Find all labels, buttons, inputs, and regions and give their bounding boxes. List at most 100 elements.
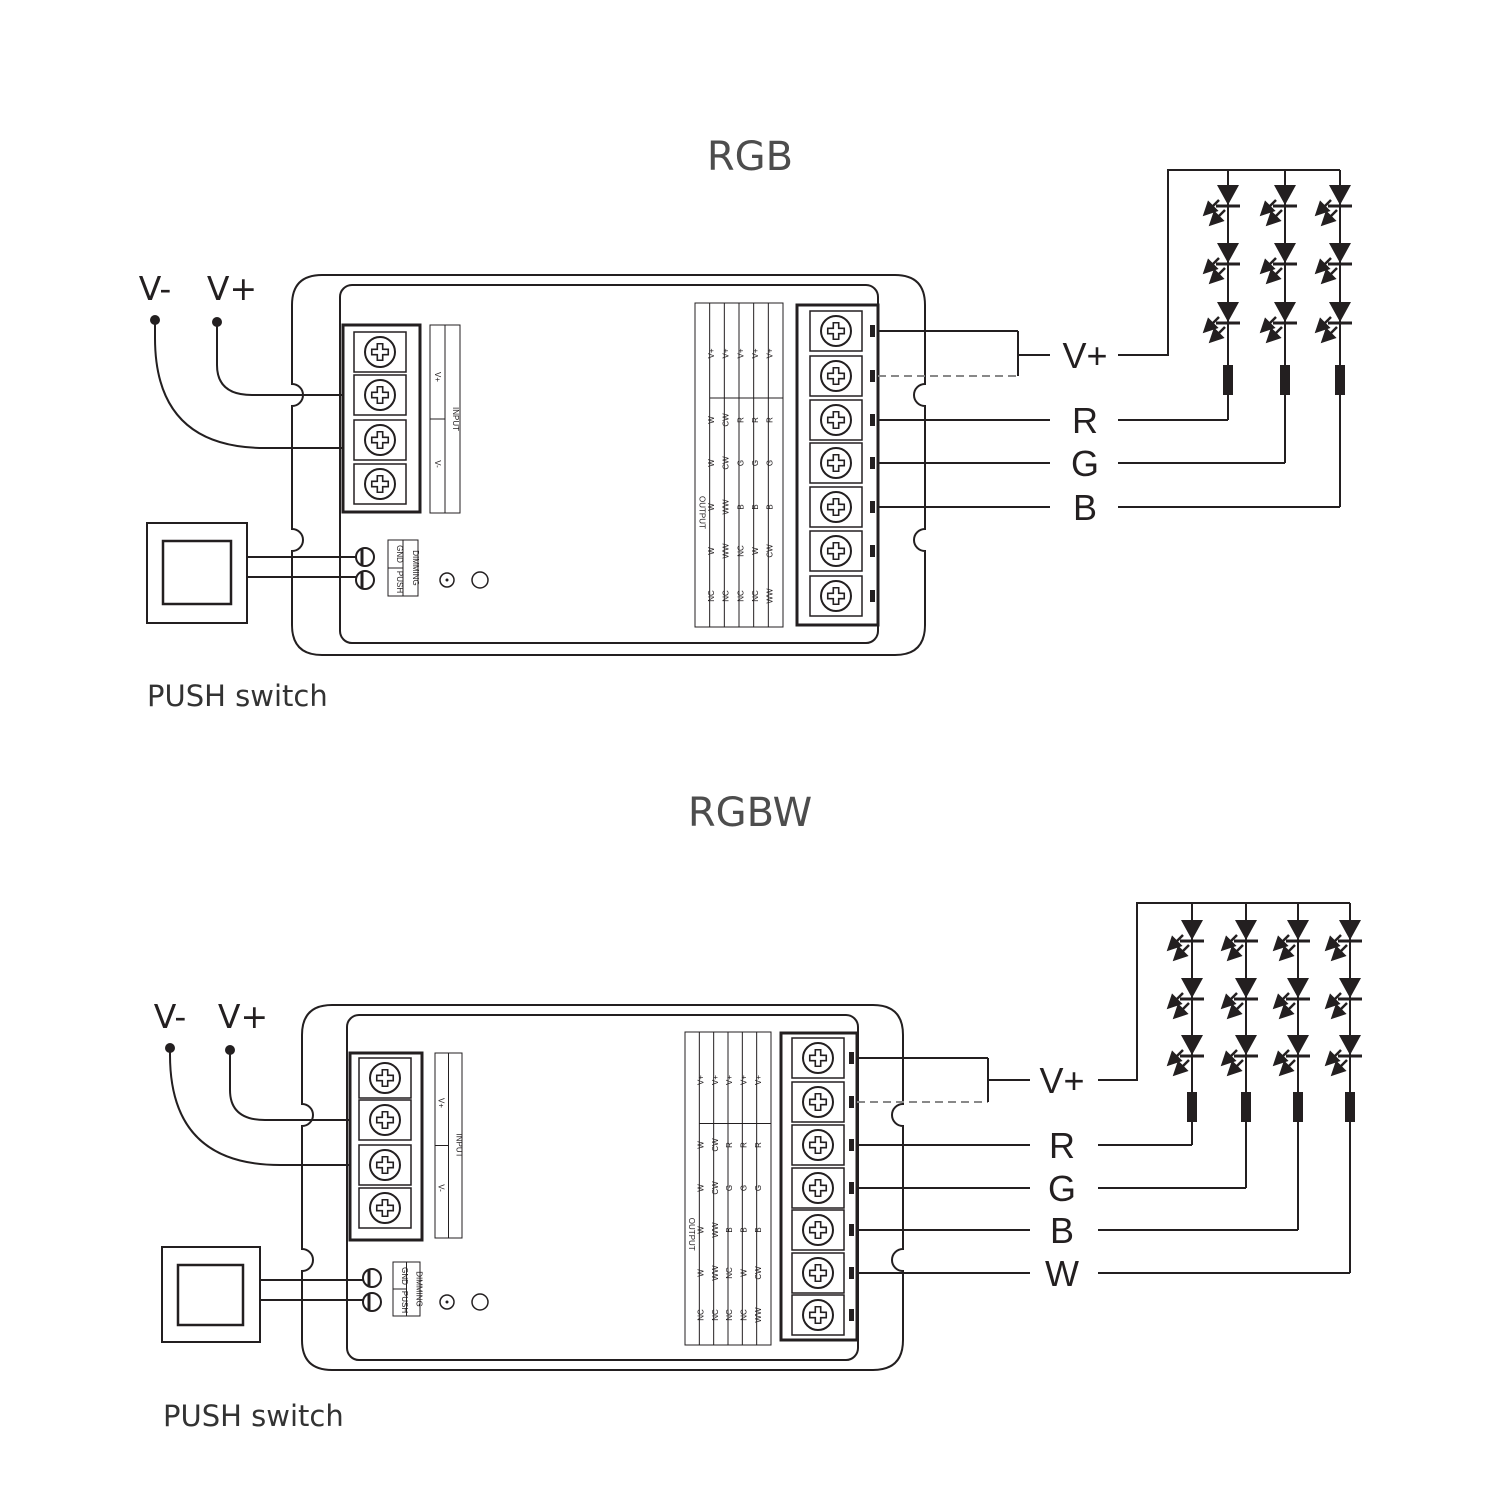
light-arrow <box>1272 1049 1290 1067</box>
output-table-cell: NC <box>725 1267 734 1279</box>
push-switch-frame <box>146 522 248 624</box>
screw-head <box>820 535 852 567</box>
screw-icon <box>802 1042 834 1074</box>
screw-icon <box>802 1214 834 1246</box>
output-table-cell: V+ <box>740 1075 749 1085</box>
output-table-cell: V+ <box>697 1075 706 1085</box>
led-diode-icon <box>1217 185 1239 205</box>
output-table-cell: B <box>740 1227 749 1232</box>
screw-cross <box>808 1263 828 1283</box>
light-arrow <box>1265 326 1283 344</box>
terminal-cell <box>353 419 407 461</box>
screw-cross <box>808 1135 828 1155</box>
screw-cross <box>826 497 846 517</box>
resistor-icon <box>1187 1092 1197 1122</box>
led-diode-icon <box>1274 243 1296 263</box>
wire-label-vplus: V+ <box>1062 335 1107 376</box>
screw-head <box>369 1062 401 1094</box>
screw-head <box>820 360 852 392</box>
output-table-cell: W <box>751 547 760 555</box>
screw-cross <box>370 430 390 450</box>
screw-head <box>369 1192 401 1224</box>
terminal-tab <box>849 1182 854 1194</box>
terminal-cell <box>809 486 863 528</box>
terminal-tab <box>849 1224 854 1236</box>
screw-icon <box>364 468 396 500</box>
wire-label-r: R <box>1049 1125 1075 1166</box>
screw-icon <box>364 379 396 411</box>
screw-head <box>802 1086 834 1118</box>
screw-head <box>820 491 852 523</box>
output-table-cell: W <box>697 1226 706 1234</box>
output-table-cell: V+ <box>766 348 775 358</box>
terminal-tab <box>849 1309 854 1321</box>
light-arrow <box>1166 1049 1184 1067</box>
output-table-cell: W <box>697 1269 706 1277</box>
light-arrow <box>1320 267 1338 285</box>
screw-head <box>802 1257 834 1289</box>
led-diode-icon <box>1339 1035 1361 1055</box>
output-table-cell: NC <box>697 1309 706 1321</box>
terminal-tab <box>870 457 875 469</box>
screw-icon <box>820 360 852 392</box>
output-table-cell: W <box>707 416 716 424</box>
led-diode-icon <box>1217 243 1239 263</box>
output-terminal-block <box>779 1031 859 1342</box>
output-table-cell: V+ <box>754 1075 763 1085</box>
screw-head <box>364 424 396 456</box>
vplus-input-wire <box>216 322 343 396</box>
input-vminus-label: V- <box>154 997 187 1036</box>
output-table-cell: NC <box>725 1309 734 1321</box>
light-arrow <box>1208 209 1226 227</box>
controller-enclosure <box>291 274 926 656</box>
vplus-led-bus <box>1098 902 1350 1081</box>
output-header: OUTPUT <box>687 1218 696 1251</box>
screw-head <box>364 468 396 500</box>
output-table-cell: V+ <box>736 348 745 358</box>
screw-icon <box>369 1104 401 1136</box>
dimming-push: PUSH <box>400 1291 409 1313</box>
resistor-icon <box>1345 1092 1355 1122</box>
input-terminal-block <box>341 323 422 514</box>
output-table-cell: NC <box>751 590 760 602</box>
light-arrow <box>1220 1049 1238 1067</box>
light-arrow <box>1265 209 1283 227</box>
light-arrow <box>1278 944 1296 962</box>
indicator-led-icon <box>439 1294 455 1310</box>
terminal-tab <box>870 590 875 602</box>
light-arrow <box>1220 992 1238 1010</box>
led-diode-icon <box>1287 920 1309 940</box>
terminal-cell <box>809 575 863 617</box>
terminal-tab <box>849 1139 854 1151</box>
vminus-input-wire <box>169 1048 350 1166</box>
wire-label-r: R <box>1072 400 1098 441</box>
screw-cross <box>370 385 390 405</box>
output-table-cell: G <box>725 1185 734 1191</box>
screw-head <box>802 1129 834 1161</box>
led-diode-icon <box>1329 243 1351 263</box>
screw-icon <box>820 580 852 612</box>
light-arrow <box>1324 1049 1342 1067</box>
screw-cross <box>808 1305 828 1325</box>
output-table-cell: R <box>766 417 775 423</box>
output-table-cell: WW <box>711 1265 720 1281</box>
output-table-cell: R <box>740 1142 749 1148</box>
led-diode-icon <box>1329 302 1351 322</box>
led-diode-icon <box>1181 920 1203 940</box>
screw-icon <box>802 1172 834 1204</box>
dimming-screw-icon <box>362 1268 382 1288</box>
led-diode-icon <box>1287 978 1309 998</box>
light-arrow <box>1202 257 1220 275</box>
light-arrow <box>1330 944 1348 962</box>
led-diode-icon <box>1339 920 1361 940</box>
output-terminal-block <box>795 303 880 627</box>
screw-icon <box>364 424 396 456</box>
output-table-cell: CW <box>766 544 775 558</box>
screw-cross <box>808 1220 828 1240</box>
controller-enclosure <box>301 1004 904 1371</box>
dimming-gnd: GND <box>400 1267 409 1285</box>
terminal-cell <box>809 310 863 352</box>
light-arrow <box>1314 257 1332 275</box>
output-table-cell: W <box>707 503 716 511</box>
terminal-tab <box>849 1096 854 1108</box>
